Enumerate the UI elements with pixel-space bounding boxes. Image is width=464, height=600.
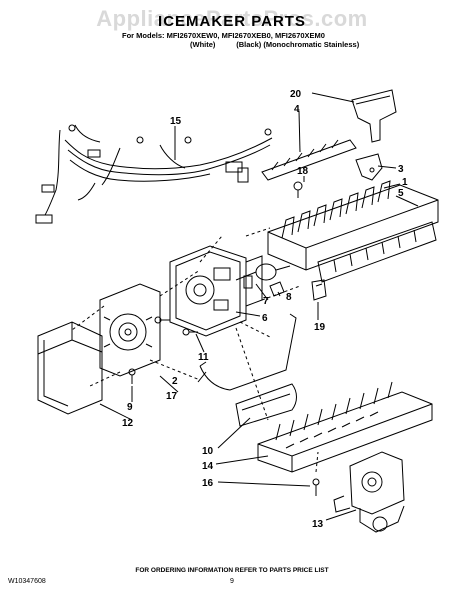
callout-13: 13: [312, 519, 324, 530]
shutoff-arm-part: [199, 313, 297, 391]
mold-part: [267, 180, 439, 271]
leader-lines: [99, 92, 419, 521]
callout-15: 15: [170, 116, 182, 127]
front-cover-part: [99, 283, 161, 377]
doc-number: W10347608: [8, 578, 46, 585]
callout-12: 12: [122, 418, 134, 429]
ordering-note: FOR ORDERING INFORMATION REFER TO PARTS …: [135, 567, 329, 574]
screw-16-part: [312, 478, 320, 496]
watermark: AppliancePartsPros.com: [96, 6, 368, 31]
callout-labels: 20 4 15 18 3 1 5 7 8 6 19 11 2 17 9 12 1…: [122, 89, 408, 530]
callout-6: 6: [262, 313, 268, 324]
heater-part: [257, 381, 433, 473]
cover-part: [37, 321, 103, 415]
ice-stripper-part: [261, 139, 357, 181]
control-housing-part: [169, 245, 263, 337]
colors-line: (White) (Black) (Monochromatic Stainless…: [190, 40, 360, 49]
screw-18-part: [293, 181, 303, 198]
callout-1: 1: [402, 177, 408, 188]
callout-5: 5: [398, 188, 404, 199]
callout-3: 3: [398, 164, 404, 175]
screws-part: [128, 316, 198, 384]
callout-9: 9: [127, 402, 133, 413]
callout-10: 10: [202, 446, 214, 457]
thermostat-part: [235, 263, 291, 289]
wire-harness-part: [35, 124, 273, 224]
page-number: 9: [230, 578, 234, 585]
callout-18: 18: [297, 166, 309, 177]
callout-20: 20: [290, 89, 302, 100]
callout-19: 19: [314, 322, 326, 333]
callout-7: 7: [263, 296, 269, 307]
alignment-lines: [71, 227, 319, 473]
callout-17: 17: [166, 391, 178, 402]
shield-part: [235, 383, 297, 427]
callout-4: 4: [294, 104, 300, 115]
callout-2: 2: [172, 376, 178, 387]
page-title: ICEMAKER PARTS: [158, 13, 306, 30]
clip-part: [311, 279, 327, 301]
fill-cup-part: [351, 89, 397, 143]
bracket-part: [355, 153, 383, 181]
water-valve-part: [333, 451, 405, 533]
models-line: For Models: MFI2670XEW0, MFI2670XEB0, MF…: [122, 31, 325, 40]
callout-16: 16: [202, 478, 214, 489]
callout-14: 14: [202, 461, 214, 472]
bearing-part: [269, 281, 285, 297]
mold-cover-part: [317, 221, 437, 283]
callout-8: 8: [286, 292, 292, 303]
callout-11: 11: [198, 352, 209, 363]
